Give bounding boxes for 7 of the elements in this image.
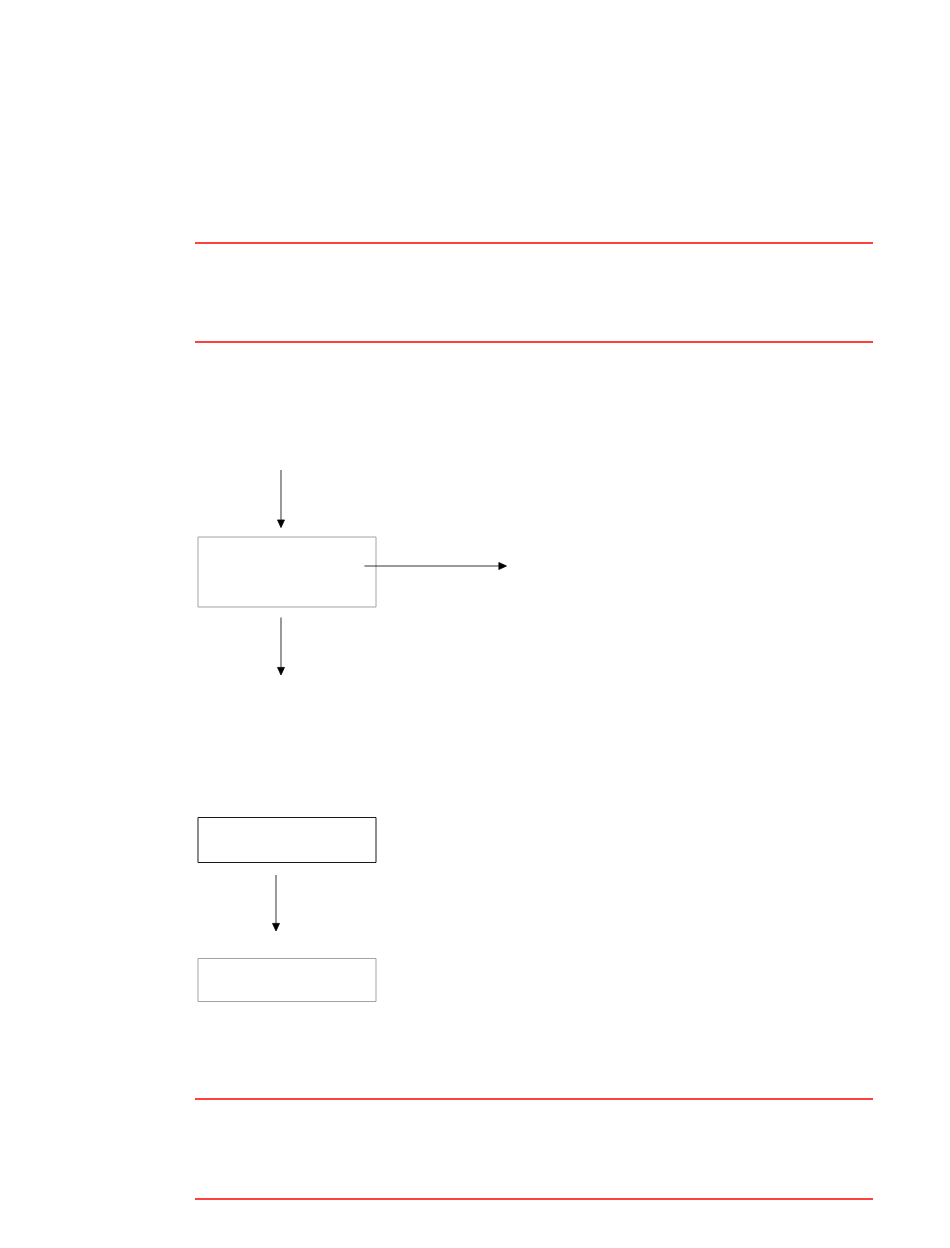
arrow: [277, 469, 285, 528]
arrow: [277, 617, 285, 676]
process-box: [197, 958, 377, 1002]
process-box: [197, 536, 377, 608]
process-box: [197, 817, 377, 863]
arrow: [272, 874, 280, 932]
arrow: [364, 562, 507, 570]
